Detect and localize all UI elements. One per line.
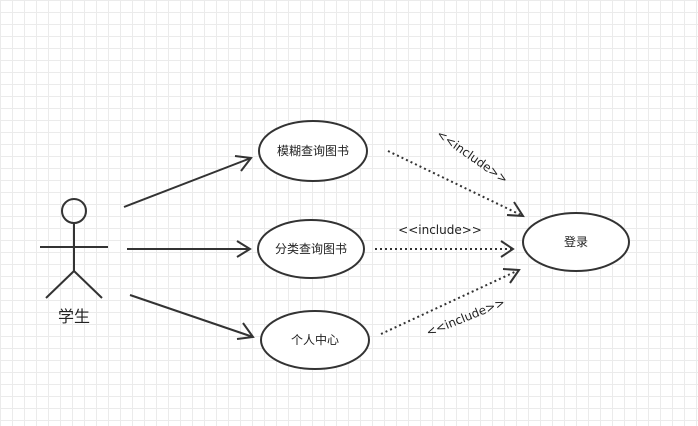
include-relation-personal-center[interactable] [380, 268, 521, 335]
use-case-ellipse [260, 310, 370, 370]
arrowhead [236, 240, 252, 258]
use-case-label: 分类查询图书 [275, 242, 347, 256]
use-case-category-search[interactable]: 分类查询图书 [257, 219, 365, 279]
include-relation-fuzzy-search[interactable] [387, 150, 525, 218]
use-case-ellipse [522, 212, 630, 272]
include-relation-category-search[interactable] [375, 240, 515, 258]
actor-head [61, 198, 87, 224]
actor-right-leg [73, 270, 103, 299]
actor-left-leg [45, 270, 75, 299]
use-case-label: 登录 [564, 234, 588, 249]
include-label-2: <<include>> [398, 223, 482, 237]
use-case-personal-center[interactable]: 个人中心 [260, 310, 370, 370]
arrowhead [500, 240, 515, 258]
use-case-fuzzy-search[interactable]: 模糊查询图书 [258, 120, 368, 182]
include-line [380, 269, 520, 335]
association-line [123, 157, 252, 208]
use-case-label: 模糊查询图书 [277, 143, 349, 158]
include-label-1: <<include>> [434, 127, 511, 186]
use-case-ellipse [257, 219, 365, 279]
association-category-search[interactable] [127, 240, 252, 258]
arrowhead [506, 201, 525, 218]
actor-student[interactable] [40, 198, 108, 299]
association-personal-center[interactable] [129, 294, 255, 340]
actor-label: 学生 [58, 307, 90, 326]
use-case-label: 个人中心 [291, 332, 339, 347]
arrowhead [236, 322, 255, 340]
arrowhead [502, 268, 521, 284]
association-line [129, 294, 254, 338]
include-label-3: <<include>> [424, 295, 507, 339]
use-case-login[interactable]: 登录 [522, 212, 630, 272]
use-case-ellipse [258, 120, 368, 182]
association-fuzzy-search[interactable] [123, 155, 253, 208]
arrowhead [234, 155, 253, 172]
